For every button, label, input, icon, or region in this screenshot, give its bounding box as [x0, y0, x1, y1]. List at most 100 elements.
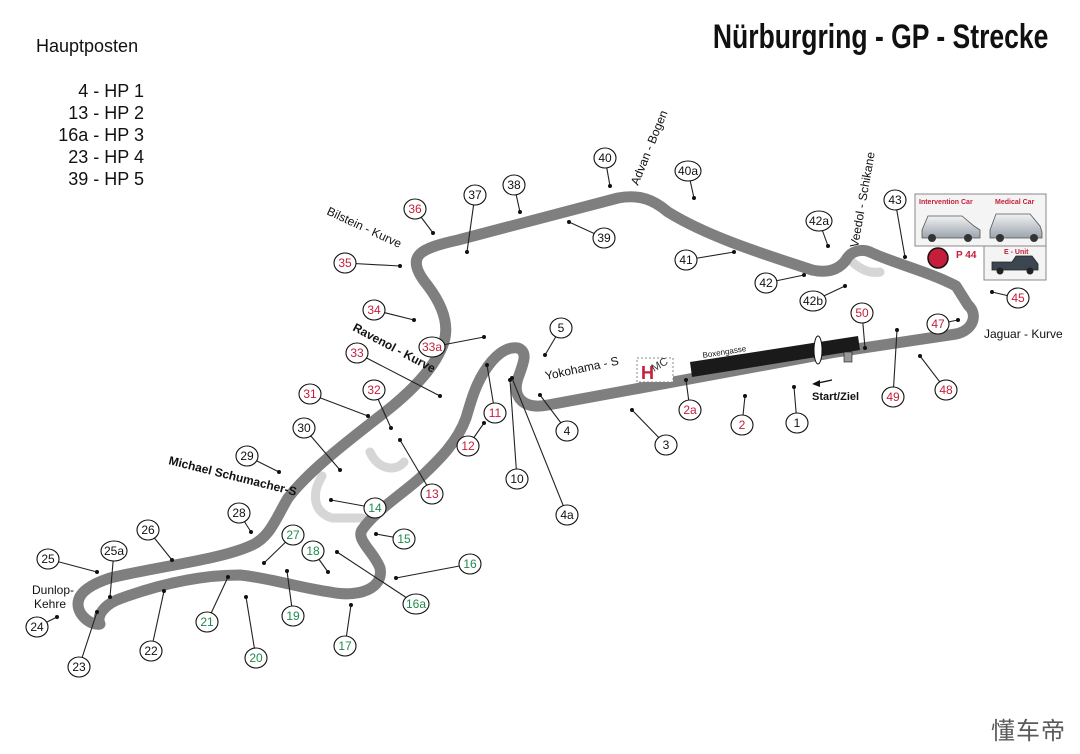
post-anchor-dot — [108, 595, 112, 599]
post-number: 22 — [144, 644, 158, 658]
marshal-post-30: 30 — [292, 417, 342, 472]
post-circle — [678, 399, 702, 421]
post-number: 39 — [597, 231, 611, 245]
post-number: 49 — [886, 390, 900, 404]
marshal-post-10: 10 — [505, 378, 529, 490]
parking-label: P 44 — [956, 250, 977, 261]
post-circle — [333, 635, 357, 657]
post-number: 45 — [1011, 291, 1025, 305]
watermark: 懂车帝 — [991, 718, 1066, 745]
post-leader-line — [509, 379, 518, 480]
legend-heading: Hauptposten — [36, 36, 139, 56]
post-anchor-dot — [843, 284, 847, 288]
post-number: 43 — [888, 193, 902, 207]
post-circle — [483, 402, 507, 424]
post-anchor-dot — [398, 438, 402, 442]
post-number: 30 — [297, 421, 311, 435]
post-number: 42 — [759, 276, 773, 290]
post-anchor-dot — [412, 318, 416, 322]
marshal-post-1: 1 — [785, 385, 809, 434]
post-circle — [555, 504, 579, 526]
post-circle — [799, 290, 827, 312]
post-anchor-dot — [95, 610, 99, 614]
post-number: 11 — [489, 406, 502, 420]
post-circle — [292, 417, 316, 439]
post-circle — [100, 540, 128, 562]
post-number: 20 — [249, 651, 263, 665]
post-circle — [281, 605, 305, 627]
post-circle — [458, 553, 482, 575]
marshal-post-50: 50 — [850, 302, 874, 350]
marshal-post-11: 11 — [483, 363, 507, 424]
post-number: 16a — [406, 597, 426, 611]
post-circle — [333, 252, 357, 274]
corner-bilstein: Bilstein - Kurve — [325, 204, 404, 251]
marshal-post-15: 15 — [374, 528, 416, 550]
post-anchor-dot — [990, 290, 994, 294]
post-anchor-dot — [285, 569, 289, 573]
marshal-post-19: 19 — [281, 569, 305, 627]
marshal-post-18: 18 — [301, 540, 330, 574]
post-number: 47 — [931, 317, 945, 331]
marshal-post-33: 33 — [345, 342, 442, 398]
post-circle — [654, 434, 678, 456]
corner-schumacher: Michael Schumacher-S — [167, 453, 298, 498]
marshal-post-48: 48 — [918, 354, 958, 401]
post-number: 34 — [367, 303, 381, 317]
post-number: 4a — [560, 508, 574, 522]
marshal-post-41: 41 — [674, 249, 736, 271]
post-anchor-dot — [366, 414, 370, 418]
legend-list: 4 - HP 1 13 - HP 2 16a - HP 3 23 - HP 4 … — [20, 80, 144, 190]
post-circle — [420, 483, 444, 505]
medical-car-label: Medical Car — [995, 199, 1035, 206]
intervention-car-label: Intervention Car — [919, 199, 973, 206]
heli-letter: H — [641, 363, 654, 383]
marshal-post-43: 43 — [883, 189, 907, 259]
post-circle — [345, 342, 369, 364]
post-circle — [362, 299, 386, 321]
post-number: 33a — [422, 340, 442, 354]
post-anchor-dot — [485, 363, 489, 367]
post-circle — [850, 302, 874, 324]
post-number: 25 — [41, 552, 55, 566]
post-circle — [502, 174, 526, 196]
marshal-post-3: 3 — [630, 408, 678, 456]
post-leader-line — [892, 329, 898, 398]
marshal-post-29: 29 — [235, 445, 281, 474]
post-circle — [555, 420, 579, 442]
post-anchor-dot — [826, 244, 830, 248]
post-circle — [883, 189, 907, 211]
marshal-post-17: 17 — [333, 603, 357, 657]
track-outline — [72, 191, 979, 630]
post-anchor-dot — [398, 264, 402, 268]
post-circle — [674, 160, 702, 182]
post-circle — [926, 313, 950, 335]
post-number: 40a — [678, 164, 698, 178]
post-circle — [730, 414, 754, 436]
post-number: 27 — [286, 528, 300, 542]
marshal-post-42b: 42b — [799, 284, 847, 312]
marshal-post-22: 22 — [139, 589, 166, 662]
post-leader-line — [511, 377, 568, 516]
post-anchor-dot — [95, 570, 99, 574]
legend-item: 13 - HP 2 — [68, 103, 144, 123]
start-finish-label: Start/Ziel — [812, 391, 859, 403]
post-number: 31 — [303, 387, 317, 401]
marshal-post-24: 24 — [25, 615, 59, 638]
post-circle — [362, 379, 386, 401]
post-anchor-dot — [389, 426, 393, 430]
post-anchor-dot — [431, 231, 435, 235]
post-circle — [934, 379, 958, 401]
post-number: 10 — [510, 472, 524, 486]
marshal-post-27: 27 — [262, 524, 305, 565]
legend-item: 16a - HP 3 — [58, 125, 144, 145]
post-number: 48 — [939, 383, 953, 397]
marshal-post-32: 32 — [362, 379, 393, 430]
post-circle — [25, 616, 49, 638]
corner-dunlop-2: Kehre — [34, 597, 66, 611]
post-anchor-dot — [792, 385, 796, 389]
marshal-post-23: 23 — [67, 610, 99, 678]
post-anchor-dot — [543, 353, 547, 357]
marshal-post-34: 34 — [362, 299, 416, 322]
post-anchor-dot — [226, 575, 230, 579]
